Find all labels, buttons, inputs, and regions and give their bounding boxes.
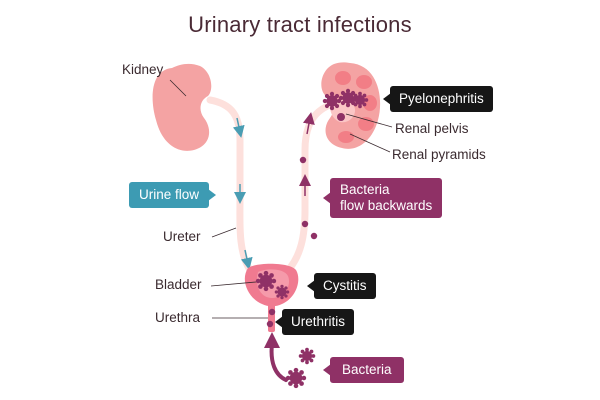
bacterium-dot	[337, 113, 345, 121]
label-ureter: Ureter	[163, 229, 201, 244]
badge-bacteria-flow-line1: Bacteria	[340, 182, 390, 197]
bacteria-entry-arrow	[269, 342, 288, 382]
badge-cystitis: Cystitis	[307, 273, 376, 299]
bacteria-backflow-arrow	[302, 112, 315, 135]
bacterium-icon	[351, 91, 369, 109]
badge-urine-flow: Urine flow	[129, 182, 217, 208]
bacterium-dot	[310, 232, 318, 240]
renal-pyramids	[335, 71, 377, 143]
bacterium-icon	[274, 284, 290, 300]
urethra	[268, 304, 275, 332]
label-bladder: Bladder	[155, 277, 202, 292]
badge-pyelonephritis: Pyelonephritis	[383, 86, 493, 112]
urine-flow-arrow	[240, 249, 253, 270]
badge-bacteria-flow-backwards: Bacteria flow backwards	[322, 178, 443, 218]
label-urethra: Urethra	[155, 310, 201, 325]
badge-bacteria: Bacteria	[323, 357, 404, 383]
leader-line-kidney	[169, 79, 187, 97]
bacteria-entry-arrowhead	[264, 332, 280, 348]
leader-line-renal-pyramids	[349, 133, 391, 153]
label-kidney: Kidney	[122, 62, 164, 77]
bacterium-icon	[298, 347, 316, 365]
diagram-title: Urinary tract infections	[188, 12, 412, 37]
leader-line-renal-pelvis	[345, 113, 393, 128]
leader-line-bladder	[210, 281, 257, 287]
bacterium-icon	[285, 367, 307, 389]
badge-urethritis: Urethritis	[274, 309, 355, 335]
label-renal-pelvis: Renal pelvis	[395, 121, 469, 136]
left-kidney	[152, 63, 212, 151]
left-ureter	[206, 96, 254, 274]
badge-bacteria-flow-line2: flow backwards	[340, 198, 433, 213]
bacterium-icon	[322, 91, 342, 111]
bacterium-dot	[266, 320, 274, 328]
label-renal-pyramids: Renal pyramids	[392, 147, 486, 162]
urine-flow-arrow	[232, 117, 245, 138]
right-ureter	[286, 101, 334, 272]
bacterium-dot	[301, 220, 309, 228]
bacterium-dot	[299, 156, 307, 164]
leader-line-ureter	[211, 227, 237, 238]
bacterium-icon	[255, 270, 277, 292]
bacterium-dot	[268, 308, 276, 316]
